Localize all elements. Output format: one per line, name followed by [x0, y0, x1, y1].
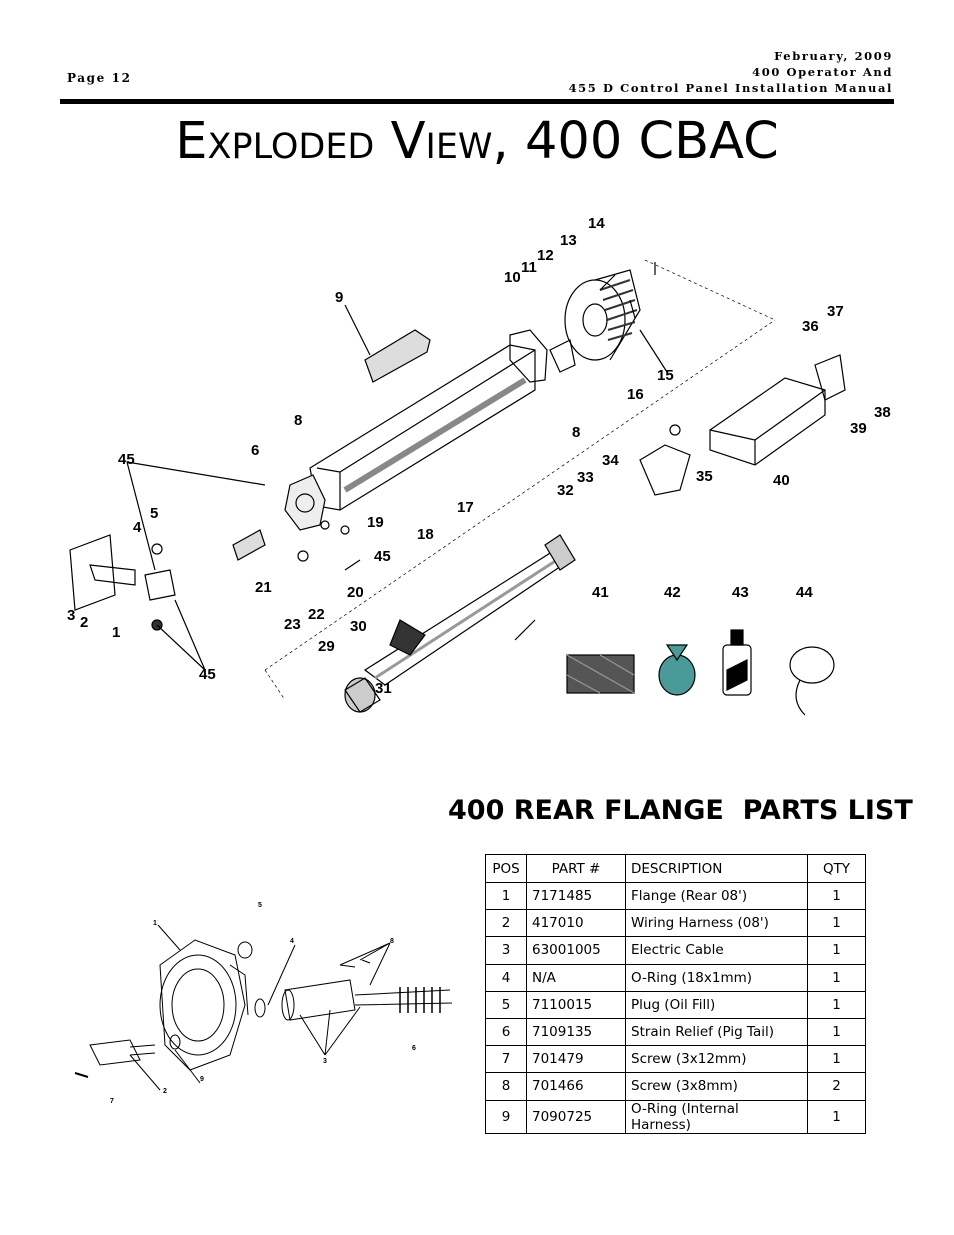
label-31: 31	[375, 680, 392, 697]
flange-label-7: 7	[110, 1098, 114, 1105]
label-29: 29	[318, 638, 335, 655]
label-3: 3	[67, 607, 75, 624]
label-12: 12	[537, 247, 554, 264]
parts-table: POS PART # DESCRIPTION QTY 1 7171485 Fla…	[485, 854, 866, 1134]
header-date: February, 2009	[774, 49, 893, 63]
table-row: 3 63001005 Electric Cable 1	[485, 936, 866, 965]
document-header: February, 2009 400 Operator And 455 D Co…	[569, 48, 893, 96]
label-4: 4	[133, 519, 142, 536]
label-1: 1	[112, 624, 120, 641]
label-13: 13	[560, 232, 577, 249]
table-row: 9 7090725 O-Ring (Internal Harness) 1	[485, 1099, 866, 1134]
label-21: 21	[255, 579, 272, 596]
label-11: 11	[521, 259, 537, 276]
header-rule	[60, 99, 894, 104]
label-8b: 8	[572, 424, 580, 441]
table-row: 4 N/A O-Ring (18x1mm) 1	[485, 963, 866, 992]
header-part: PART #	[526, 854, 626, 883]
table-row: 8 701466 Screw (3x8mm) 2	[485, 1072, 866, 1101]
label-14: 14	[588, 215, 605, 232]
header-pos: POS	[485, 854, 527, 883]
flange-label-6: 6	[412, 1045, 416, 1052]
label-6: 6	[251, 442, 259, 459]
label-5: 5	[150, 505, 158, 522]
label-9: 9	[335, 289, 343, 306]
table-row: 1 7171485 Flange (Rear 08') 1	[485, 881, 866, 911]
table-row: 6 7109135 Strain Relief (Pig Tail) 1	[485, 1017, 866, 1047]
flange-label-5: 5	[258, 902, 262, 909]
label-8a: 8	[294, 412, 302, 429]
header-manual-title: 455 D Control Panel Installation Manual	[568, 81, 893, 95]
header-product: 400 Operator And	[752, 65, 893, 79]
label-18: 18	[417, 526, 434, 543]
flange-label-4: 4	[290, 938, 294, 945]
flange-label-8: 8	[390, 938, 394, 945]
label-20: 20	[347, 584, 364, 601]
label-19: 19	[367, 514, 384, 531]
label-10: 10	[504, 269, 521, 286]
label-41: 41	[592, 584, 609, 601]
header-description: DESCRIPTION	[625, 854, 808, 883]
label-17: 17	[457, 499, 474, 516]
label-39: 39	[850, 420, 867, 437]
label-38: 38	[874, 404, 891, 421]
label-45c: 45	[199, 666, 216, 683]
label-37: 37	[827, 303, 844, 320]
label-22: 22	[308, 606, 325, 623]
table-row: 2 417010 Wiring Harness (08') 1	[485, 909, 866, 938]
table-row: 5 7110015 Plug (Oil Fill) 1	[485, 990, 866, 1019]
label-45a: 45	[118, 451, 135, 468]
label-23: 23	[284, 616, 301, 633]
table-row: 7 701479 Screw (3x12mm) 1	[485, 1045, 866, 1074]
label-36: 36	[802, 318, 819, 335]
label-16: 16	[627, 386, 644, 403]
flange-label-1: 1	[153, 920, 157, 927]
parts-list-title: 400 REAR FLANGE PARTS LIST	[448, 795, 913, 826]
label-44: 44	[796, 584, 813, 601]
label-35: 35	[696, 468, 713, 485]
table-header-row: POS PART # DESCRIPTION QTY	[485, 854, 866, 883]
label-34: 34	[602, 452, 619, 469]
exploded-view-diagram: 1 2 3 4 5 6 8 8 9 10 11 12 13 14 15 16 1…	[67, 215, 891, 716]
flange-label-2: 2	[163, 1088, 167, 1095]
page-title: EXPLODED VIEW, 400 CBAC	[175, 112, 779, 171]
label-40: 40	[773, 472, 790, 489]
label-42: 42	[664, 584, 681, 601]
label-15: 15	[657, 367, 674, 384]
label-30: 30	[350, 618, 367, 635]
label-33: 33	[577, 469, 594, 486]
label-43: 43	[732, 584, 749, 601]
label-2: 2	[80, 614, 88, 631]
page-number: Page 12	[67, 71, 132, 85]
flange-label-3: 3	[323, 1058, 327, 1065]
label-45b: 45	[374, 548, 391, 565]
label-32: 32	[557, 482, 574, 499]
flange-label-9: 9	[200, 1076, 204, 1083]
header-qty: QTY	[807, 854, 866, 883]
rear-flange-diagram: 1 2 3 4 5 6 7 8 9	[74, 902, 453, 1105]
